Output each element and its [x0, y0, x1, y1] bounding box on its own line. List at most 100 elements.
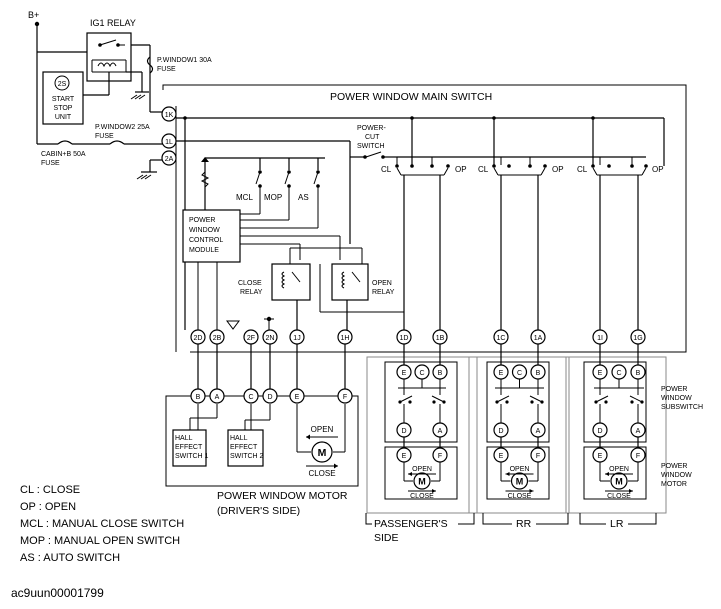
- svg-text:M: M: [615, 477, 623, 487]
- connector-1j: 1J: [289, 329, 305, 345]
- svg-text:1I: 1I: [597, 335, 603, 342]
- motor-symbol: [610, 472, 628, 490]
- driver-motor-label: POWER WINDOW MOTOR: [217, 490, 348, 502]
- svg-text:(DRIVER'S SIDE): (DRIVER'S SIDE): [217, 505, 300, 517]
- svg-text:SWITCH 1: SWITCH 1: [175, 453, 209, 460]
- svg-text:1J: 1J: [293, 335, 300, 342]
- svg-text:B: B: [636, 370, 641, 377]
- subswitch-pin-a: A: [432, 422, 448, 438]
- motor-pin-f: F: [432, 447, 448, 463]
- subswitch-pin-c: C: [511, 364, 528, 380]
- ig1-relay-label: IG1 RELAY: [90, 18, 136, 28]
- power-cut-switch-label: POWER-: [357, 125, 386, 132]
- subswitch-pin-c: C: [611, 364, 627, 380]
- svg-text:WINDOW: WINDOW: [189, 227, 220, 234]
- svg-text:CLOSE: CLOSE: [410, 493, 434, 500]
- svg-text:C: C: [616, 370, 621, 377]
- subswitch-pin-c: C: [414, 364, 430, 380]
- svg-text:START: START: [52, 96, 75, 103]
- motor-pin-e: E: [592, 447, 608, 463]
- svg-text:C: C: [517, 370, 522, 377]
- svg-text:F: F: [636, 453, 640, 460]
- svg-text:CL: CL: [577, 165, 588, 174]
- svg-text:SUBSWITCH: SUBSWITCH: [661, 404, 703, 411]
- motor-symbol: [510, 472, 529, 490]
- svg-text:WINDOW: WINDOW: [661, 472, 692, 479]
- svg-text:E: E: [295, 394, 300, 401]
- svg-text:1D: 1D: [400, 335, 409, 342]
- driver-pin-d: D: [262, 388, 278, 404]
- svg-text:2N: 2N: [266, 335, 275, 342]
- control-module-box: [182, 209, 241, 263]
- svg-text:A: A: [536, 428, 541, 435]
- svg-text:C: C: [419, 370, 424, 377]
- svg-text:RELAY: RELAY: [240, 289, 263, 296]
- svg-text:E: E: [499, 370, 504, 377]
- pwindow2-fuse-label: P.WINDOW2 25A: [95, 124, 150, 131]
- image-code: ac9uun00001799: [11, 586, 104, 600]
- close-relay-box: [271, 263, 311, 301]
- svg-text:EFFECT: EFFECT: [175, 444, 203, 451]
- svg-text:M: M: [318, 447, 327, 459]
- svg-text:1G: 1G: [633, 335, 642, 342]
- legend-item: MCL : MANUAL CLOSE SWITCH: [20, 518, 185, 530]
- svg-text:E: E: [402, 370, 407, 377]
- svg-text:CLOSE: CLOSE: [508, 493, 532, 500]
- pwindow1-fuse-label: P.WINDOW1 30A: [157, 57, 212, 64]
- svg-text:2D: 2D: [194, 335, 203, 342]
- start-stop-unit-box: [42, 71, 84, 125]
- svg-text:OPEN: OPEN: [510, 466, 530, 473]
- svg-text:D: D: [597, 428, 602, 435]
- legend-item: OP : OPEN: [20, 501, 77, 513]
- legend-item: AS : AUTO SWITCH: [20, 552, 121, 564]
- subswitch-pin-b: B: [432, 364, 448, 380]
- svg-text:D: D: [498, 428, 503, 435]
- subswitch-pin-b: B: [630, 364, 646, 380]
- main-switch-label: POWER WINDOW MAIN SWITCH: [330, 91, 492, 103]
- svg-text:C: C: [248, 394, 253, 401]
- svg-text:2F: 2F: [247, 335, 255, 342]
- svg-text:UNIT: UNIT: [55, 114, 72, 121]
- connector-1d: 1D: [396, 329, 412, 345]
- subswitch-label: POWER: [661, 386, 687, 393]
- hall-switch-2: [227, 429, 264, 467]
- subswitch-pin-a: A: [530, 422, 546, 438]
- svg-text:A: A: [438, 428, 443, 435]
- driver-pin-b: B: [190, 388, 206, 404]
- svg-text:F: F: [438, 453, 442, 460]
- svg-text:F: F: [343, 394, 347, 401]
- motor-pin-f: F: [630, 447, 646, 463]
- mcl-label: MCL: [236, 193, 253, 202]
- svg-text:OP: OP: [552, 165, 564, 174]
- motor-pin-e: E: [493, 447, 509, 463]
- svg-text:1A: 1A: [534, 335, 543, 342]
- svg-text:CONTROL: CONTROL: [189, 237, 223, 244]
- window-switch-lr: CL OP: [577, 157, 664, 176]
- window-switch-rr: CL OP: [478, 157, 564, 176]
- svg-text:1L: 1L: [165, 139, 173, 146]
- svg-text:1K: 1K: [165, 112, 174, 119]
- svg-text:B: B: [536, 370, 541, 377]
- svg-text:B: B: [196, 394, 201, 401]
- subswitch-pin-a: A: [630, 422, 646, 438]
- connector-1k: 1K: [161, 106, 177, 122]
- svg-text:STOP: STOP: [54, 105, 73, 112]
- svg-text:MODULE: MODULE: [189, 247, 219, 254]
- svg-text:SWITCH 2: SWITCH 2: [230, 453, 264, 460]
- motor-pin-f: F: [530, 447, 546, 463]
- legend-item: MOP : MANUAL OPEN SWITCH: [20, 535, 181, 547]
- svg-text:A: A: [636, 428, 641, 435]
- svg-text:CL: CL: [478, 165, 489, 174]
- subswitch-pin-e: E: [396, 364, 412, 380]
- svg-text:1B: 1B: [436, 335, 445, 342]
- legend: CL : CLOSE OP : OPEN MCL : MANUAL CLOSE …: [20, 482, 184, 567]
- svg-text:MOTOR: MOTOR: [661, 481, 687, 488]
- subswitch-pin-d: D: [592, 422, 608, 438]
- open-relay-box: [331, 263, 369, 301]
- motor-symbol: [413, 472, 431, 490]
- svg-text:OP: OP: [455, 165, 467, 174]
